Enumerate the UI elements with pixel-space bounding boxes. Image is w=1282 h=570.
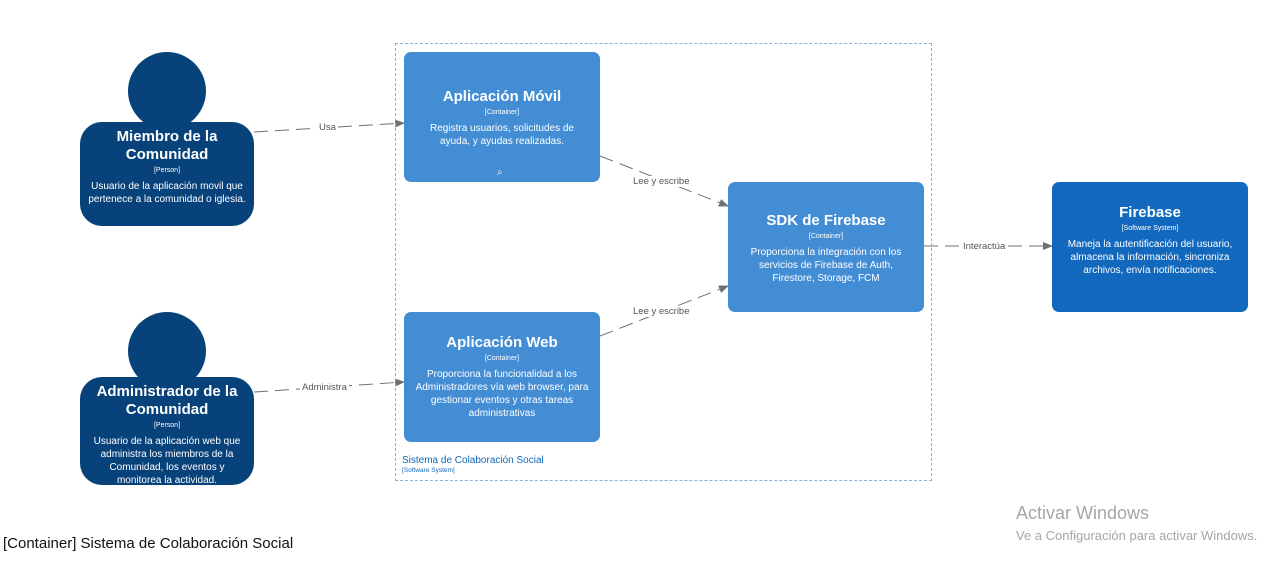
system-tag: [Software System]	[1121, 225, 1179, 232]
container-aplicacion-movil[interactable]: Aplicación Móvil [Container] Registra us…	[404, 52, 600, 182]
system-boundary	[395, 43, 932, 481]
container-tag: [Container]	[484, 355, 520, 362]
diagram-footer-title: [Container] Sistema de Colaboración Soci…	[3, 535, 294, 552]
zoom-icon[interactable]: ⌕	[497, 167, 503, 178]
container-sdk-firebase[interactable]: SDK de Firebase [Container] Proporciona …	[728, 182, 924, 312]
external-system-firebase[interactable]: Firebase [Software System] Maneja la aut…	[1052, 182, 1248, 312]
edge-label-interactua: Interactúa	[961, 241, 1008, 252]
container-aplicacion-web[interactable]: Aplicación Web [Container] Proporciona l…	[404, 312, 600, 442]
edge-label-web-sdk: Lee y escribe	[631, 306, 692, 317]
person-administrador[interactable]: Administrador de la Comunidad [Person] U…	[80, 377, 254, 486]
person-name: Miembro de la Comunidad	[116, 128, 218, 163]
person-description: Usuario de la aplicación movil que perte…	[88, 181, 246, 205]
container-description: Registra usuarios, solicitudes de ayuda,…	[430, 123, 574, 147]
system-name: Firebase	[1119, 204, 1181, 221]
edge-label-administra: Administra	[300, 382, 349, 393]
boundary-tag: [Software System]	[402, 467, 455, 474]
container-tag: [Container]	[808, 233, 844, 240]
container-description: Proporciona la funcionalidad a los Admin…	[415, 369, 589, 419]
person-miembro[interactable]: Miembro de la Comunidad [Person] Usuario…	[80, 122, 254, 226]
windows-activation-subtitle: Ve a Configuración para activar Windows.	[1016, 528, 1258, 543]
system-description: Maneja la autentificación del usuario, a…	[1067, 239, 1233, 276]
edge-label-usa: Usa	[317, 122, 338, 133]
person-head-miembro	[128, 52, 206, 130]
container-name: Aplicación Móvil	[442, 88, 562, 105]
windows-activation-title: Activar Windows	[1016, 503, 1150, 523]
container-name: SDK de Firebase	[766, 212, 886, 229]
container-tag: [Container]	[484, 109, 520, 116]
container-name: Aplicación Web	[446, 334, 558, 351]
container-description: Proporciona la integración con los servi…	[750, 247, 902, 284]
person-description: Usuario de la aplicación web que adminis…	[93, 436, 241, 486]
edge-label-movil-sdk: Lee y escribe	[631, 176, 692, 187]
person-tag: [Person]	[153, 167, 181, 174]
person-name: Administrador de la Comunidad	[96, 383, 238, 418]
person-tag: [Person]	[153, 422, 181, 429]
boundary-label: Sistema de Colaboración Social	[402, 455, 544, 466]
